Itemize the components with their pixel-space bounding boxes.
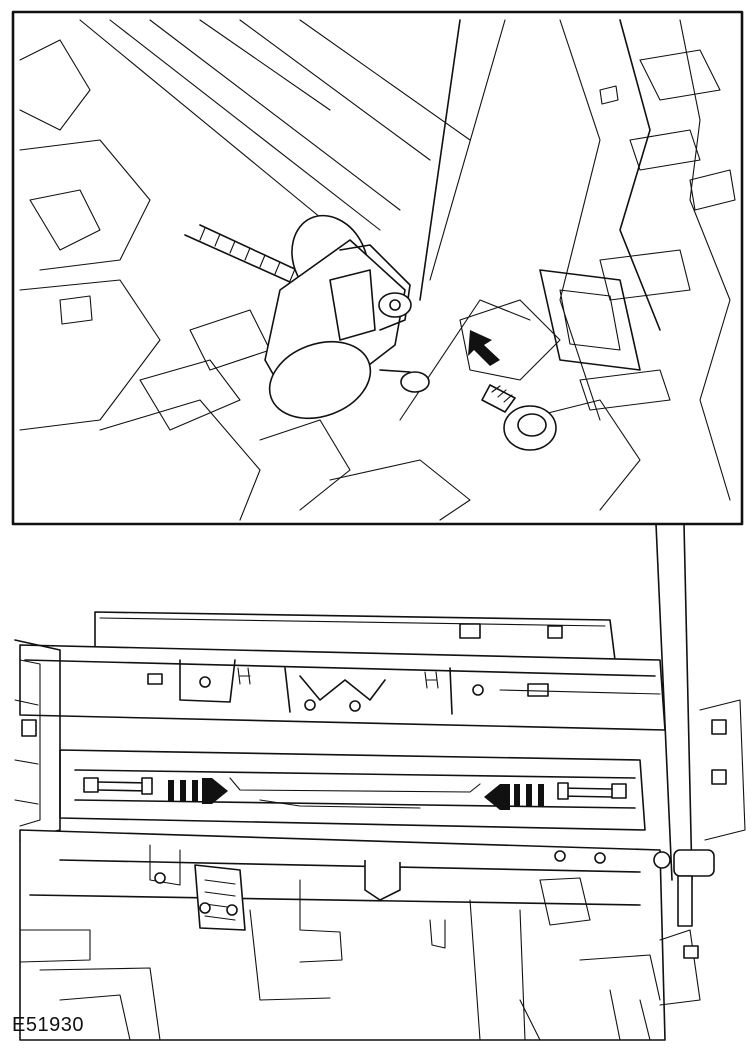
detail-inset xyxy=(11,10,744,526)
inset-housing-lines xyxy=(19,19,736,521)
inward-arrow-left-icon xyxy=(484,784,544,810)
blend-door-actuator xyxy=(264,214,430,420)
pivot-shaft xyxy=(653,849,715,927)
screw-direction-arrow-icon xyxy=(468,330,500,366)
fixing-screw xyxy=(468,330,557,451)
left-clip xyxy=(83,777,153,795)
heater-assembly xyxy=(14,611,746,1041)
figure-reference-code: E51930 xyxy=(12,1014,84,1036)
lever-assembly xyxy=(194,864,246,931)
inward-arrow-right-icon xyxy=(168,778,228,804)
right-clip xyxy=(557,782,627,800)
detail-leader-lines xyxy=(655,523,693,881)
